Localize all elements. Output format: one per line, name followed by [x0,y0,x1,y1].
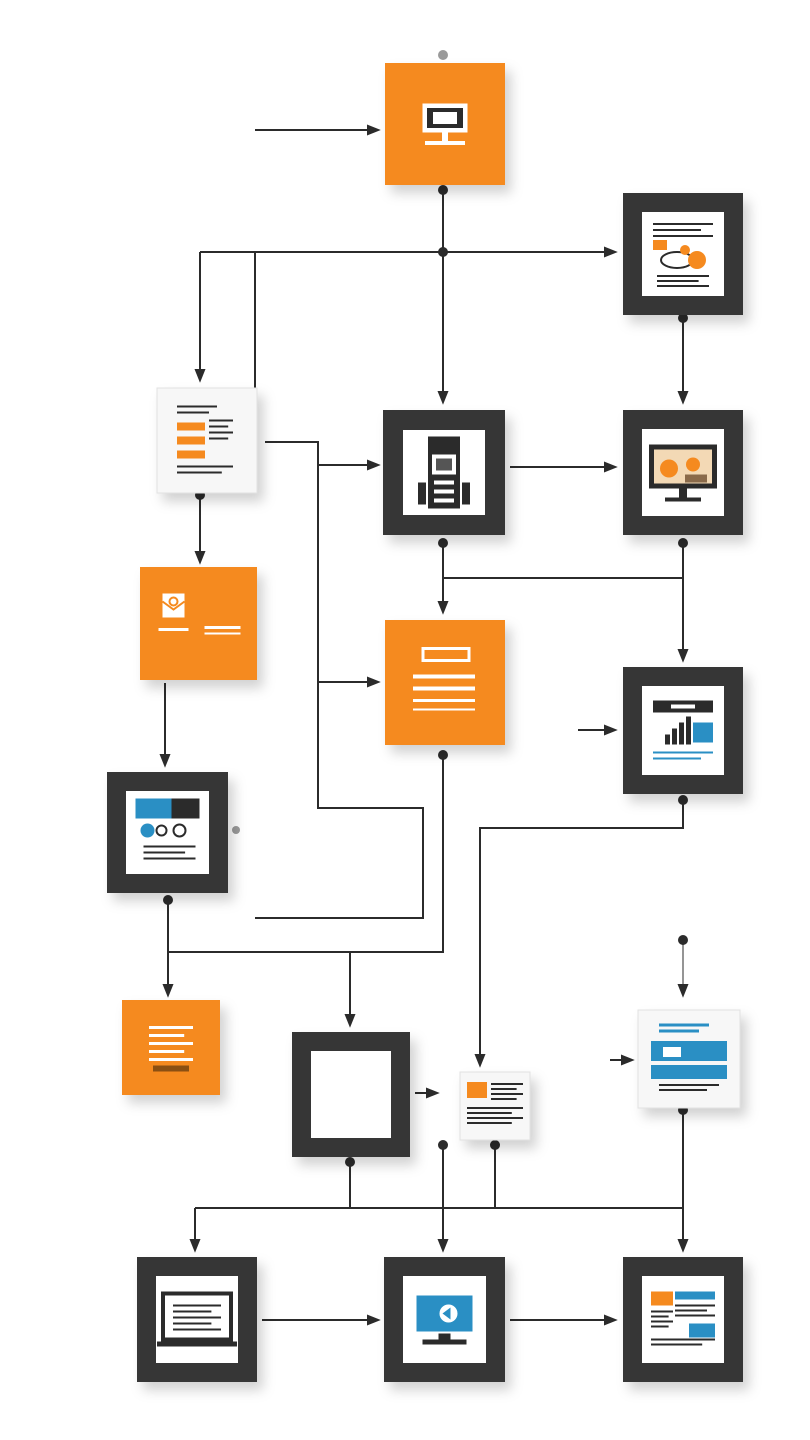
junction-dot [163,895,173,905]
node-profile-card[interactable] [107,772,228,893]
junction-dot [438,247,448,257]
mail-icon [158,593,241,635]
connector [255,465,424,919]
node-paper-list[interactable] [156,387,258,494]
monitor-icon [422,103,468,145]
connector [474,800,684,1068]
laptop-text-icon [157,1291,237,1347]
desktop-photo-icon [649,444,717,502]
node-small-doc[interactable] [459,1071,531,1141]
junction-dot [490,1140,500,1150]
junction-dot [678,313,688,323]
node-blue-panel[interactable] [637,1009,741,1109]
junction-dot [678,538,688,548]
junction-dot [232,826,240,834]
node-newspaper[interactable] [623,1257,743,1382]
profile-card-icon [135,798,200,860]
newspaper-icon [651,1291,715,1346]
node-body [156,387,258,494]
node-team[interactable] [292,1032,410,1157]
junction-dots [163,50,688,1167]
junction-dot [678,935,688,945]
bar-chart-icon [653,700,713,760]
junction-dot [438,185,448,195]
node-body [140,567,257,680]
junction-dot [438,750,448,760]
node-article-card[interactable] [623,193,743,315]
junction-dot [678,795,688,805]
node-laptop-text[interactable] [137,1257,257,1382]
node-laptop-blue[interactable] [384,1257,505,1382]
connector [168,755,444,953]
node-screen [311,1051,391,1138]
node-body [122,1000,220,1095]
junction-dot [438,50,448,60]
node-screen [642,1276,724,1363]
node-form-card[interactable] [385,620,505,745]
list-icon [149,1026,193,1072]
list-document-icon [177,405,233,474]
junction-dot [438,538,448,548]
node-chart-report[interactable] [623,667,743,794]
node-body [385,620,505,745]
node-mail-card[interactable] [140,567,257,680]
server-icon [418,436,470,509]
blue-panel-icon [651,1023,727,1091]
junction-dot [438,1140,448,1150]
node-desktop-photo[interactable] [623,410,743,535]
connector [265,441,381,471]
connector-lines [159,124,689,1326]
node-server[interactable] [383,410,505,535]
node-list-card[interactable] [122,1000,220,1095]
document-icon [467,1082,523,1124]
laptop-icon [416,1295,473,1345]
article-food-icon [653,223,713,287]
node-top-monitor[interactable] [385,63,505,185]
junction-dot [345,1157,355,1167]
team-icon [323,1064,381,1122]
form-icon [413,647,475,711]
